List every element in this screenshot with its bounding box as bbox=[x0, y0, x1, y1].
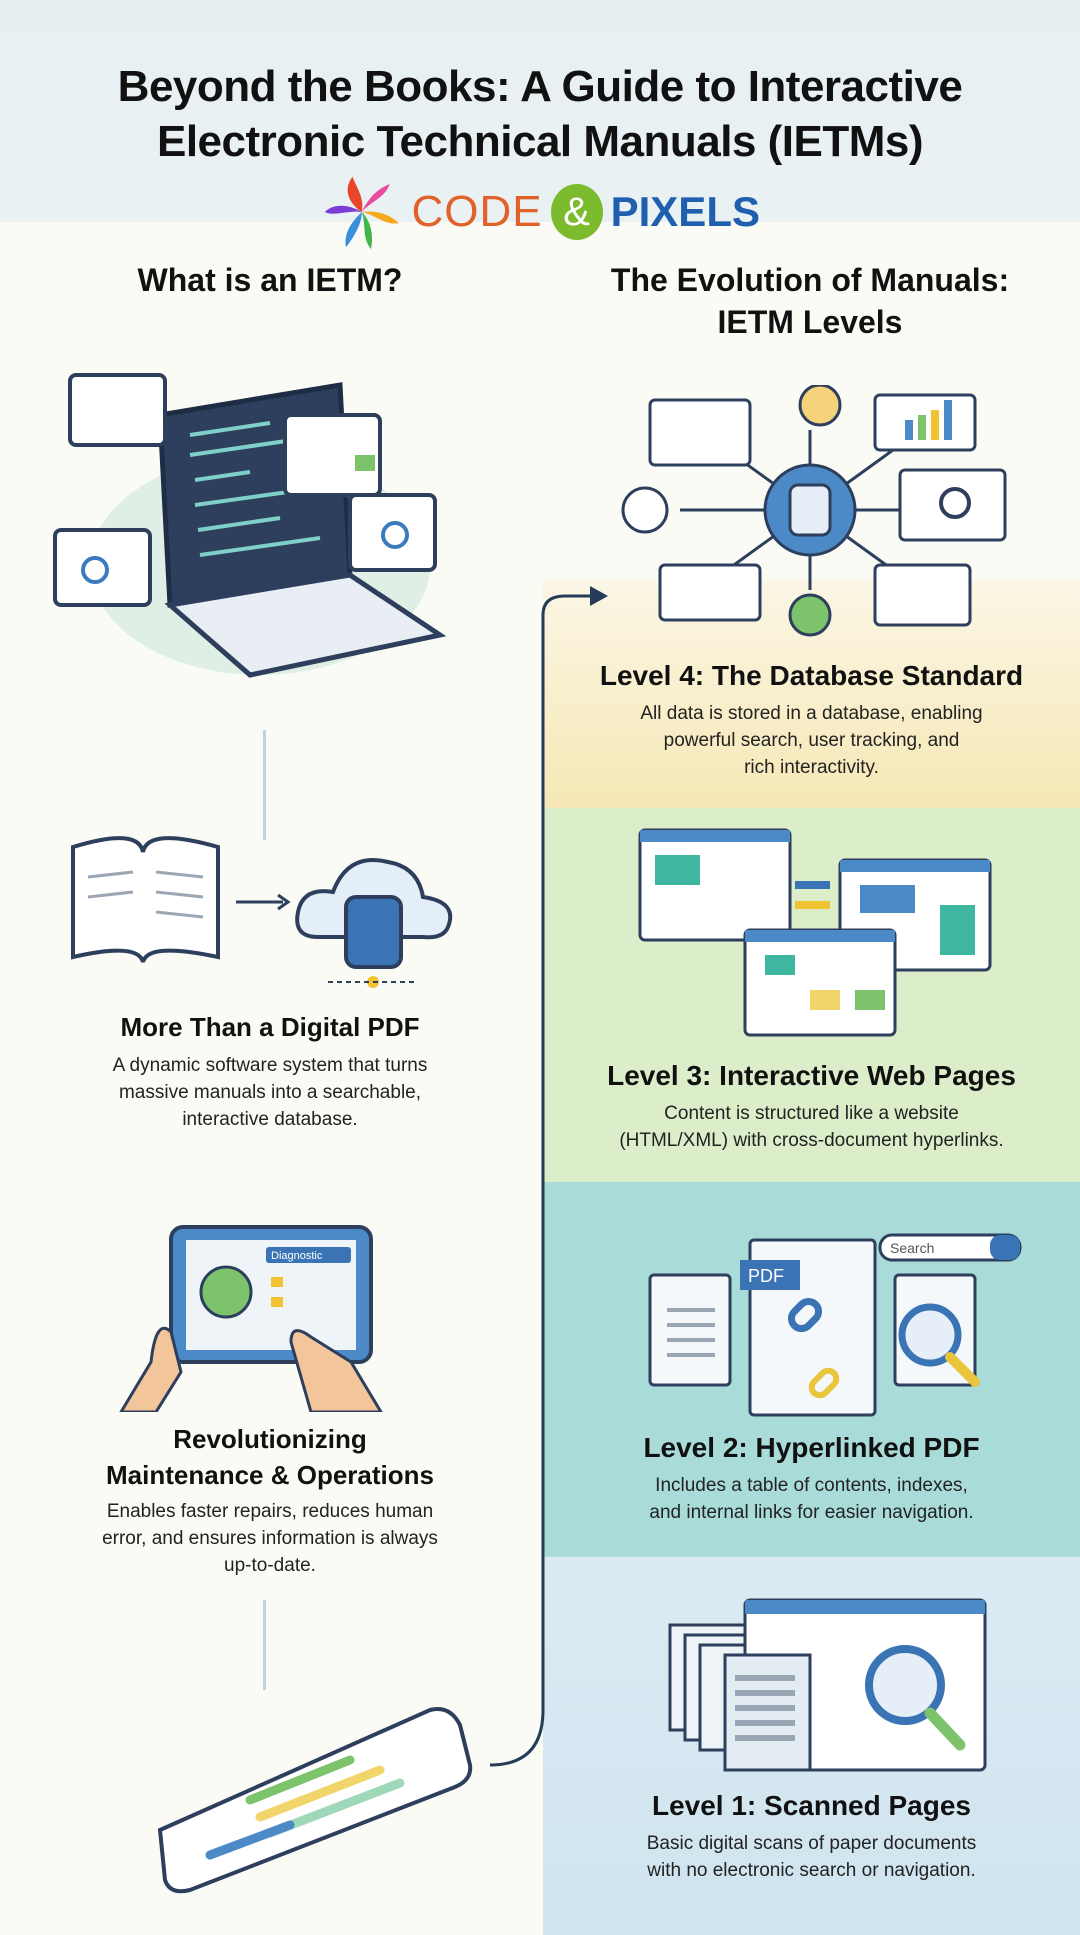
search-icon bbox=[81, 556, 109, 584]
level-2-title: Level 2: Hyperlinked PDF bbox=[643, 1432, 980, 1463]
database-icon bbox=[344, 895, 403, 969]
page-title-line2: Electronic Technical Manuals (IETMs) bbox=[156, 117, 924, 166]
link-icon bbox=[787, 1297, 823, 1333]
arrow-right-icon bbox=[590, 586, 608, 606]
left-heading: What is an IETM? bbox=[137, 262, 403, 298]
search-icon bbox=[939, 487, 971, 519]
link-icon bbox=[808, 1367, 840, 1399]
level-2-text: Level 2: Hyperlinked PDF Includes a tabl… bbox=[543, 1432, 1080, 1526]
arrow-right-icon bbox=[277, 893, 291, 911]
left-item-2-title-line2: Maintenance & Operations bbox=[106, 1460, 434, 1490]
laptop-code-illustration bbox=[53, 373, 447, 678]
desc-line: A dynamic software system that turns bbox=[112, 1055, 428, 1076]
logo-code: CODE bbox=[411, 187, 543, 236]
scanned-pages-illustration bbox=[668, 1598, 987, 1772]
level-4-desc: All data is stored in a database, enabli… bbox=[543, 700, 1080, 781]
book-to-cloud-database-illustration bbox=[71, 836, 453, 988]
level-1-desc: Basic digital scans of paper documents w… bbox=[543, 1830, 1080, 1884]
magnifier-icon bbox=[898, 1303, 962, 1367]
desc-line: Enables faster repairs, reduces human bbox=[106, 1501, 434, 1522]
desc-line: powerful search, user tracking, and bbox=[663, 730, 960, 751]
pinwheel-logo-icon bbox=[324, 176, 399, 250]
desc-line: interactive database. bbox=[182, 1109, 358, 1130]
left-item-1-desc: A dynamic software system that turns mas… bbox=[30, 1052, 510, 1133]
gear-icon bbox=[199, 1265, 253, 1319]
logo-pixels: PIXELS bbox=[610, 188, 760, 235]
search-icon bbox=[381, 521, 409, 549]
level-3-text: Level 3: Interactive Web Pages Content i… bbox=[543, 1060, 1080, 1154]
level-3-desc: Content is structured like a website (HT… bbox=[543, 1100, 1080, 1154]
level-4-title: Level 4: The Database Standard bbox=[599, 660, 1024, 691]
desc-line: with no electronic search or navigation. bbox=[647, 1860, 976, 1881]
desc-line: Includes a table of contents, indexes, bbox=[655, 1475, 968, 1496]
search-input-label: Search bbox=[890, 1240, 934, 1256]
logo-amp: & bbox=[550, 184, 603, 240]
divider bbox=[263, 730, 266, 840]
desc-line: Basic digital scans of paper documents bbox=[646, 1833, 977, 1854]
desc-line: up-to-date. bbox=[224, 1555, 316, 1576]
hand-icon bbox=[289, 1329, 383, 1412]
desc-line: massive manuals into a searchable, bbox=[118, 1082, 422, 1103]
level-4-text: Level 4: The Database Standard All data … bbox=[543, 660, 1080, 781]
right-heading-line2: IETM Levels bbox=[717, 304, 903, 340]
pdf-label: PDF bbox=[748, 1266, 784, 1286]
level-1-text: Level 1: Scanned Pages Basic digital sca… bbox=[543, 1790, 1080, 1884]
left-item-1-title: More Than a Digital PDF bbox=[120, 1012, 420, 1042]
page-title-line1: Beyond the Books: A Guide to Interactive bbox=[117, 62, 963, 111]
left-item-2-desc: Enables faster repairs, reduces human er… bbox=[30, 1498, 510, 1579]
diagnostic-label: Diagnostic bbox=[271, 1250, 323, 1262]
desc-line: Content is structured like a website bbox=[664, 1103, 959, 1124]
desc-line: and internal links for easier navigation… bbox=[649, 1502, 974, 1523]
open-book-icon bbox=[71, 836, 220, 963]
linked-web-pages-illustration bbox=[638, 828, 992, 1037]
desc-line: rich interactivity. bbox=[744, 757, 879, 778]
logo: CODE & PIXELS bbox=[320, 172, 760, 252]
level-2-desc: Includes a table of contents, indexes, a… bbox=[543, 1472, 1080, 1526]
right-heading-line1: The Evolution of Manuals: bbox=[610, 262, 1010, 298]
header-band bbox=[0, 0, 1080, 222]
desc-line: All data is stored in a database, enabli… bbox=[640, 703, 983, 724]
database-hub-illustration bbox=[621, 385, 1007, 637]
tablet-diagnostic-illustration: Diagnostic bbox=[119, 1225, 383, 1412]
magnifier-icon bbox=[865, 1645, 945, 1725]
phone-illustration bbox=[157, 1707, 473, 1894]
timeline-connector bbox=[489, 586, 608, 1767]
level-3-title: Level 3: Interactive Web Pages bbox=[607, 1060, 1016, 1091]
desc-line: error, and ensures information is always bbox=[102, 1528, 438, 1549]
desc-line: (HTML/XML) with cross-document hyperlink… bbox=[619, 1130, 1004, 1151]
level-1-title: Level 1: Scanned Pages bbox=[651, 1790, 972, 1821]
left-item-2-title-line1: Revolutionizing bbox=[173, 1424, 367, 1454]
hyperlinked-pdf-illustration: Search PDF bbox=[648, 1233, 1022, 1417]
hand-icon bbox=[119, 1326, 183, 1412]
database-icon bbox=[788, 483, 832, 537]
divider bbox=[263, 1600, 266, 1690]
